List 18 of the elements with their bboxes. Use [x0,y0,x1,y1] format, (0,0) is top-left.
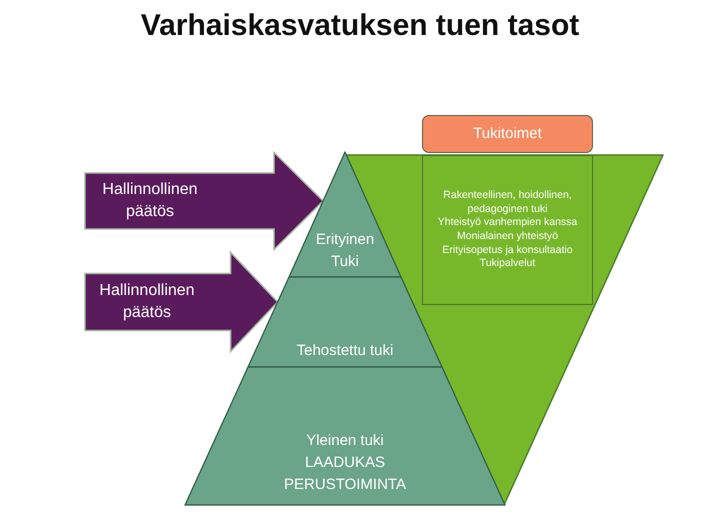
list-item: Yhteistyö vanhempien kanssa [438,216,578,230]
list-item: Erityisopetus ja konsultaatio [442,244,573,258]
title: Varhaiskasvatuksen tuen tasot [140,8,580,44]
list-item: Tukipalvelut [480,257,536,272]
list-item: Rakenteellinen, hoidollinen, pedagoginen tuki [442,188,573,216]
block-arrow [84,250,279,354]
block-arrow [84,150,324,252]
level-label: LAADUKAS PERUSTOIMINTA [283,453,407,495]
measures-panel [422,155,593,305]
pyramid-level [247,276,443,368]
level-label: Tehostettu tuki [296,341,394,361]
pyramid-level [288,151,402,278]
edge-label: Hallinnollinen päätös [101,180,199,222]
level-label: Yleinen tuki [305,431,385,451]
edge-label: Hallinnollinen päätös [98,281,196,323]
header-tab: Tukitoimet [422,115,593,153]
list-item: Monialainen yhteistyö [457,230,558,244]
level-label: Erityinen Tuki [314,230,376,272]
